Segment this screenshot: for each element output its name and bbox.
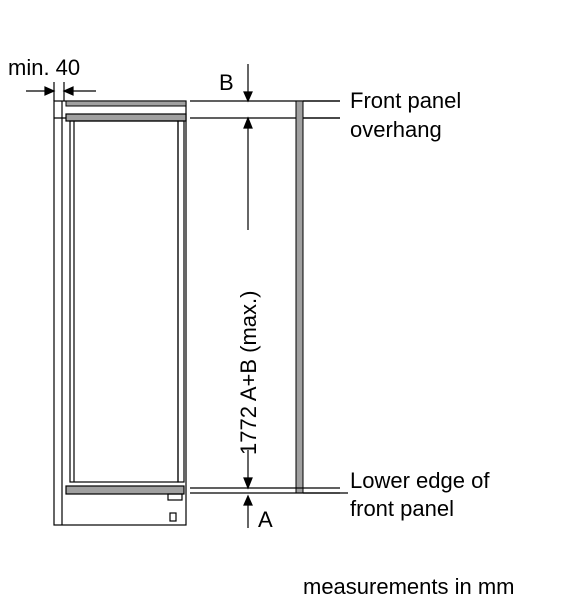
front-panel-overhang-label-line1: Front panel: [350, 88, 461, 113]
a-arrow-head: [243, 494, 253, 506]
height-dimension-label: 1772 A+B (max.): [236, 291, 261, 455]
top-panel-strip: [65, 100, 187, 107]
appliance-body: [65, 113, 187, 522]
appliance-foot: [169, 512, 177, 522]
lower-edge-label-line1: Lower edge of: [350, 468, 490, 493]
height-dim-arrow-bottom: [243, 477, 253, 490]
leader-lines: [303, 100, 348, 494]
appliance-side-frame: [177, 120, 185, 483]
min-gap-label: min. 40: [8, 55, 80, 80]
a-dimension: [243, 494, 253, 528]
top-extension-lines: [190, 100, 340, 119]
b-dimension: [243, 64, 253, 103]
min-gap-dimension: [26, 82, 96, 101]
appliance-top-rail: [65, 113, 187, 122]
min-gap-arrow-right-head: [62, 86, 74, 96]
front-panel-overhang-label-line2: overhang: [350, 117, 442, 142]
appliance-plinth: [167, 493, 183, 501]
appliance-bottom-rail: [65, 485, 185, 495]
bottom-extension-lines: [190, 487, 340, 494]
a-label: A: [258, 507, 273, 532]
height-dim-arrow-top: [243, 116, 253, 129]
front-panel: [295, 100, 304, 494]
b-arrow-head: [243, 91, 253, 103]
height-dimension: [243, 116, 253, 490]
min-gap-arrow-left-head: [44, 86, 56, 96]
units-note: measurements in mm: [303, 574, 515, 599]
appliance-door: [69, 120, 179, 483]
b-label: B: [219, 70, 234, 95]
lower-edge-label-line2: front panel: [350, 496, 454, 521]
